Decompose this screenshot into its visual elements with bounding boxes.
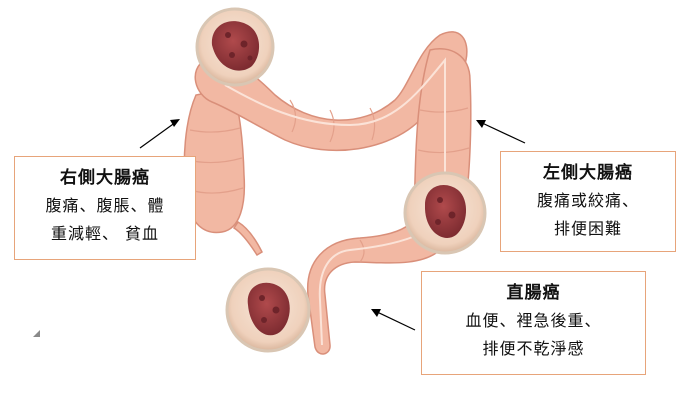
transverse-colon xyxy=(194,31,468,152)
arrows xyxy=(139,121,526,331)
appendix xyxy=(232,220,263,257)
lens-right-colon xyxy=(195,7,275,87)
arrow-left-colon xyxy=(479,121,526,144)
corner-mark xyxy=(33,330,40,337)
ascending-colon xyxy=(183,87,246,234)
label-right-colon: 右側大腸癌 腹痛、腹脹、體 重減輕、 貧血 xyxy=(14,156,196,260)
symptoms-left-colon-1: 腹痛或絞痛、 xyxy=(536,191,639,210)
label-left-colon: 左側大腸癌 腹痛或絞痛、 排便困難 xyxy=(500,151,676,252)
title-left-colon: 左側大腸癌 xyxy=(543,163,633,183)
symptoms-right-colon-1: 腹痛、腹脹、體 xyxy=(45,196,165,215)
arrow-right-colon xyxy=(139,121,177,149)
title-rectal: 直腸癌 xyxy=(506,283,561,303)
lens-rectal xyxy=(225,267,311,353)
lens-left-colon xyxy=(403,171,487,255)
symptoms-right-colon-2: 重減輕、 貧血 xyxy=(50,224,160,243)
symptoms-rectal-2: 排便不乾淨感 xyxy=(482,339,585,358)
title-right-colon: 右側大腸癌 xyxy=(60,168,150,188)
symptoms-rectal-1: 血便、裡急後重、 xyxy=(465,311,602,330)
arrow-rectal xyxy=(374,310,416,331)
label-rectal: 直腸癌 血便、裡急後重、 排便不乾淨感 xyxy=(421,271,646,375)
colon-centerline xyxy=(224,57,446,346)
symptoms-left-colon-2: 排便困難 xyxy=(553,219,622,238)
